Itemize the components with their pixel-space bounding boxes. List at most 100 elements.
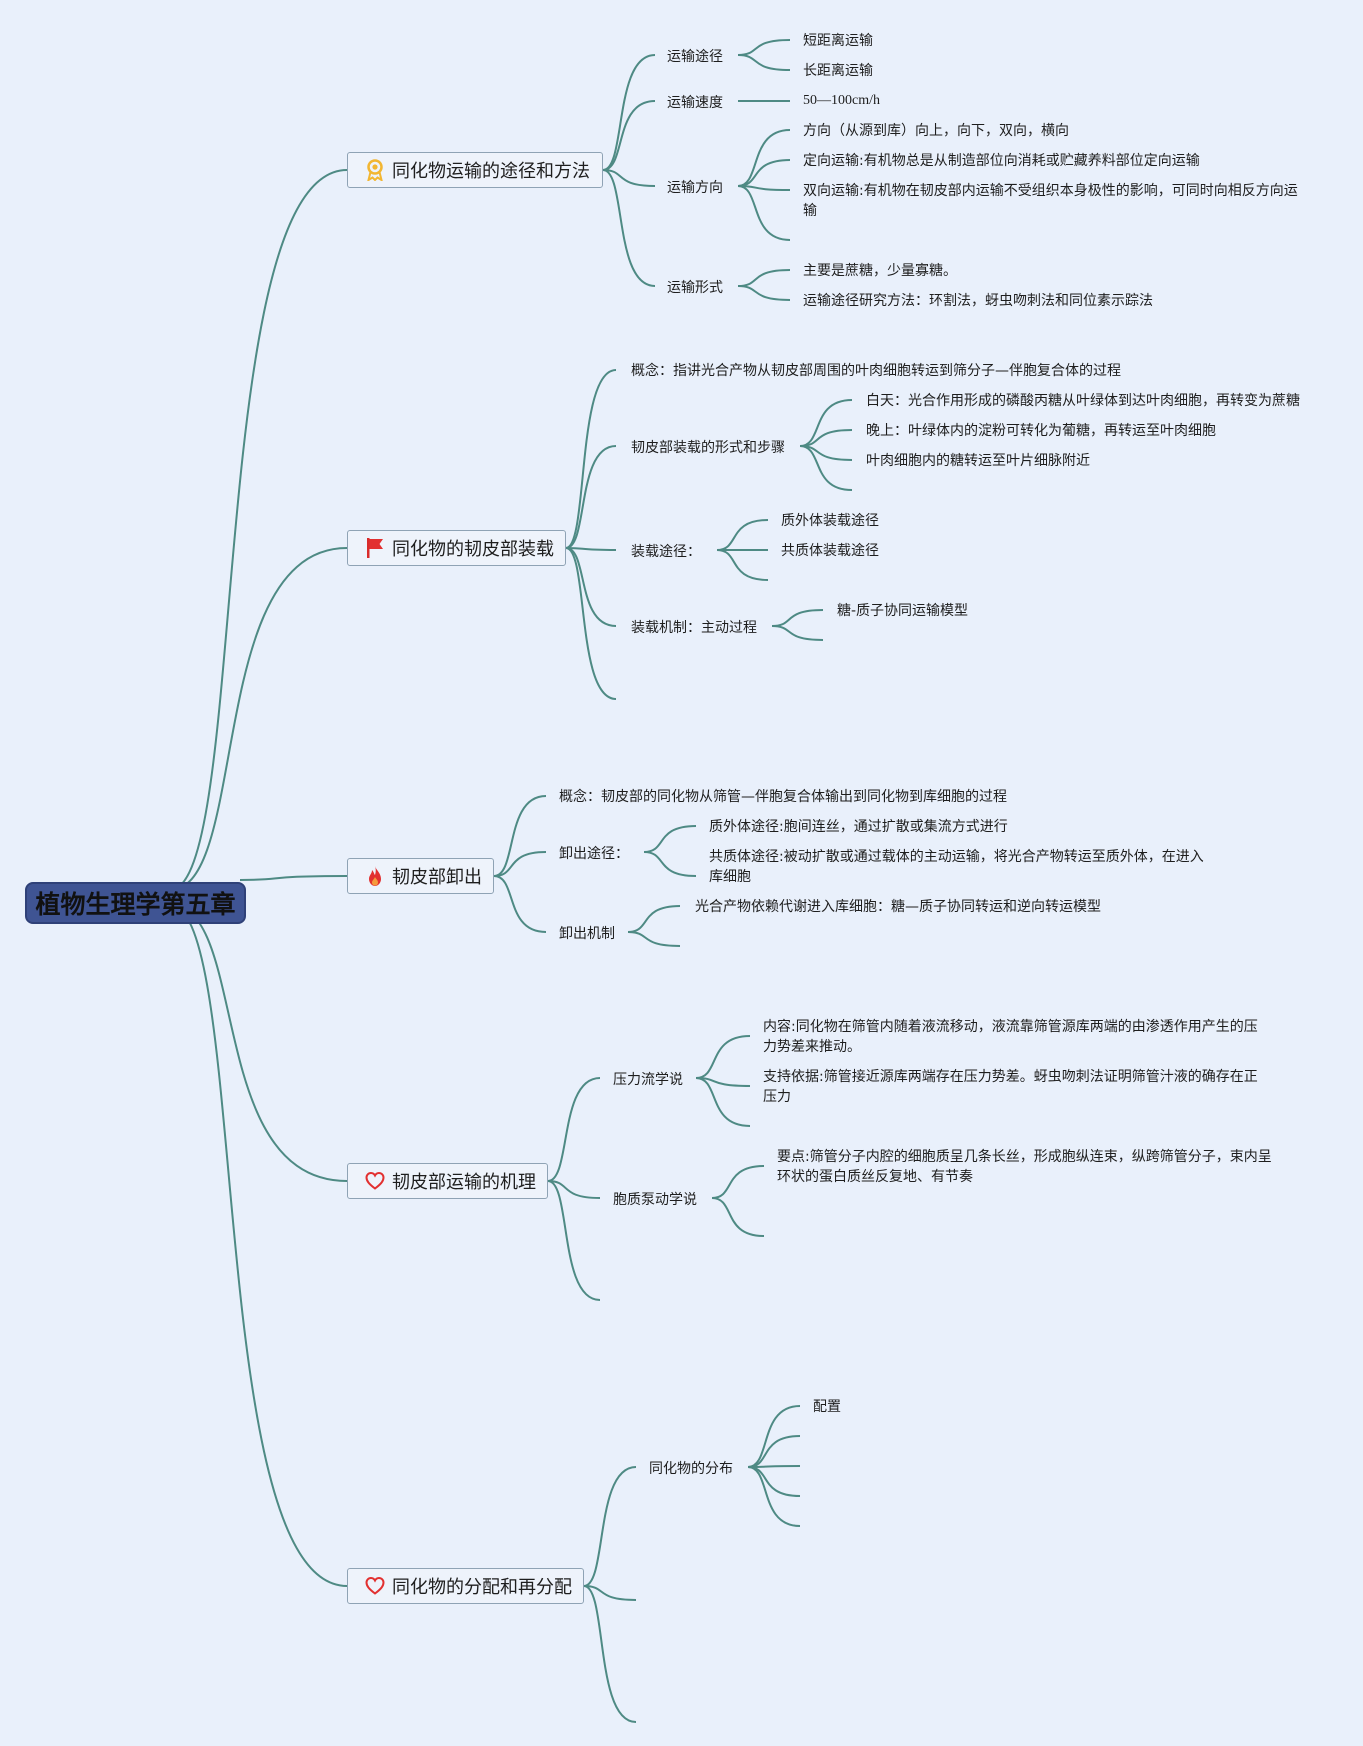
sub-leaf-line [695,1077,751,1127]
sub-leaf-line [627,905,681,933]
sub-leaf-line [799,445,853,491]
sub-leaf-line [627,931,681,947]
leaf-allocation[interactable]: 配置 [813,1399,841,1415]
branch-label: 同化物运输的途径和方法 [392,161,590,182]
sub-loading-mechanism[interactable]: 装载机制：主动过程 [631,620,757,636]
branch-sub-line [565,547,617,551]
leaf-pump-point[interactable]: 要点:筛管分子内腔的细胞质呈几条长丝，形成胞纵连束，纵跨筛管分子，束内呈环状的蛋… [777,1149,1272,1185]
root-branch-line [169,904,348,1587]
root-branch-line [169,169,348,891]
heart-icon [364,1575,386,1597]
sub-loading-steps[interactable]: 韧皮部装载的形式和步骤 [631,440,785,456]
branch-sub-line [602,54,656,171]
sub-leaf-line [716,519,769,551]
branch-sub-line [547,1180,601,1301]
sub-cytoplasm-pump[interactable]: 胞质泵动学说 [613,1192,697,1208]
leaf-short-distance[interactable]: 短距离运输 [803,33,873,49]
leaf-symplast-loading[interactable]: 共质体装载途径 [781,543,879,559]
branch-sub-line [493,875,547,933]
sub-leaf-line [695,1035,751,1079]
sub-loading-path[interactable]: 装载途径： [631,544,701,560]
sub-leaf-line [799,399,853,447]
sub-leaf-line [737,185,791,191]
leaf-vein[interactable]: 叶肉细胞内的糖转运至叶片细脉附近 [866,453,1090,469]
leaf-speed-value[interactable]: 50—100cm/h [803,93,880,108]
fire-icon [364,865,386,887]
root-topic-label: 植物生理学第五章 [35,890,236,919]
leaf-apoplast-loading[interactable]: 质外体装载途径 [781,513,879,529]
leaf-daytime[interactable]: 白天：光合作用形成的磷酸丙糖从叶绿体到达叶肉细胞，再转变为蔗糖 [866,393,1300,409]
sub-leaf-line [643,825,697,853]
root-branch-line [169,904,348,1182]
sub-leaf-line [711,1197,765,1237]
root-topic[interactable]: 植物生理学第五章 [25,882,246,924]
sub-leaf-line [643,851,697,877]
branch-sub-line [602,169,656,187]
leaf-symplast-unloading[interactable]: 共质体途径:被动扩散或通过载体的主动运输，将光合产物转运至质外体，在进入库细胞 [709,849,1204,885]
branch-transport-route-method[interactable]: 同化物运输的途径和方法 [347,152,603,188]
branch-sub-line [565,547,617,627]
ribbon-icon [364,159,386,181]
sub-leaf-line [737,185,791,241]
branch-distribution[interactable]: 同化物的分配和再分配 [347,1568,584,1604]
sub-leaf-line [771,625,824,641]
branch-sub-line [602,100,656,171]
leaf-unloading-model[interactable]: 光合产物依赖代谢进入库细胞：糖—质子协同转运和逆向转运模型 [695,899,1101,915]
leaf-form-2[interactable]: 运输途径研究方法：环割法，蚜虫吻刺法和同位素示踪法 [803,293,1153,309]
branch-phloem-unloading[interactable]: 韧皮部卸出 [347,858,494,894]
branch-transport-mechanism[interactable]: 韧皮部运输的机理 [347,1163,548,1199]
sub-form[interactable]: 运输形式 [667,280,723,296]
sub-leaf-line [737,54,791,71]
sub-leaf-line [747,1465,801,1468]
branch-sub-line [493,851,547,877]
branch-sub-line [547,1180,601,1199]
leaf-sugar-proton[interactable]: 糖-质子协同运输模型 [837,603,969,619]
sub-leaf-line [747,1435,801,1468]
sub-route[interactable]: 运输途径 [667,49,723,65]
sub-leaf-line [737,129,791,187]
leaf-direction-2[interactable]: 定向运输:有机物总是从制造部位向消耗或贮藏养料部位定向运输 [803,153,1200,169]
sub-leaf-line [737,269,791,287]
sub-direction[interactable]: 运输方向 [667,180,723,196]
branch-sub-line [565,369,617,549]
leaf-direction-1[interactable]: 方向（从源到库）向上，向下，双向，横向 [803,123,1069,139]
branch-sub-line [565,547,617,700]
branch-label: 韧皮部卸出 [392,867,482,888]
branch-sub-line [547,1077,601,1182]
sub-leaf-line [737,39,791,56]
leaf-apoplast-unloading[interactable]: 质外体途径:胞间连丝，通过扩散或集流方式进行 [709,819,1008,835]
flag-icon [364,537,386,559]
sub-pressure-flow[interactable]: 压力流学说 [613,1072,683,1088]
sub-speed[interactable]: 运输速度 [667,95,723,111]
sub-leaf-line [716,549,769,581]
sub-leaf-line [771,609,824,627]
sub-leaf-line [711,1165,765,1199]
leaf-pressure-content[interactable]: 内容:同化物在筛管内随着液流移动，液流靠筛管源库两端的由渗透作用产生的压力势差来… [763,1019,1258,1055]
branch-sub-line [583,1585,637,1723]
sub-leaf-line [737,285,791,301]
root-branch-line [239,875,348,881]
root-branch-line [169,547,348,891]
branch-sub-line [583,1585,637,1601]
sub-unloading-path[interactable]: 卸出途径： [559,846,629,862]
sub-leaf-line [747,1466,801,1527]
sub-leaf-line [695,1077,751,1087]
leaf-direction-3[interactable]: 双向运输:有机物在韧皮部内运输不受组织本身极性的影响，可同时向相反方向运输 [803,183,1298,219]
heart-icon [364,1170,386,1192]
leaf-night[interactable]: 晚上：叶绿体内的淀粉可转化为葡糖，再转运至叶肉细胞 [866,423,1216,439]
leaf-loading-concept[interactable]: 概念：指讲光合产物从韧皮部周围的叶肉细胞转运到筛分子—伴胞复合体的过程 [631,363,1121,379]
branch-sub-line [493,795,547,877]
branch-sub-line [565,445,617,549]
branch-phloem-loading[interactable]: 同化物的韧皮部装载 [347,530,566,566]
branch-label: 同化物的韧皮部装载 [392,539,554,560]
sub-leaf-line [747,1405,801,1468]
leaf-long-distance[interactable]: 长距离运输 [803,63,873,79]
branch-sub-line [583,1466,637,1587]
leaf-form-1[interactable]: 主要是蔗糖，少量寡糖。 [803,263,957,279]
sub-unloading-mechanism[interactable]: 卸出机制 [559,926,615,942]
leaf-pressure-evidence[interactable]: 支持依据:筛管接近源库两端存在压力势差。蚜虫吻刺法证明筛管汁液的确存在正压力 [763,1069,1258,1105]
leaf-unloading-concept[interactable]: 概念：韧皮部的同化物从筛管—伴胞复合体输出到同化物到库细胞的过程 [559,789,1007,805]
sub-distribution[interactable]: 同化物的分布 [649,1461,733,1477]
branch-sub-line [602,169,656,287]
